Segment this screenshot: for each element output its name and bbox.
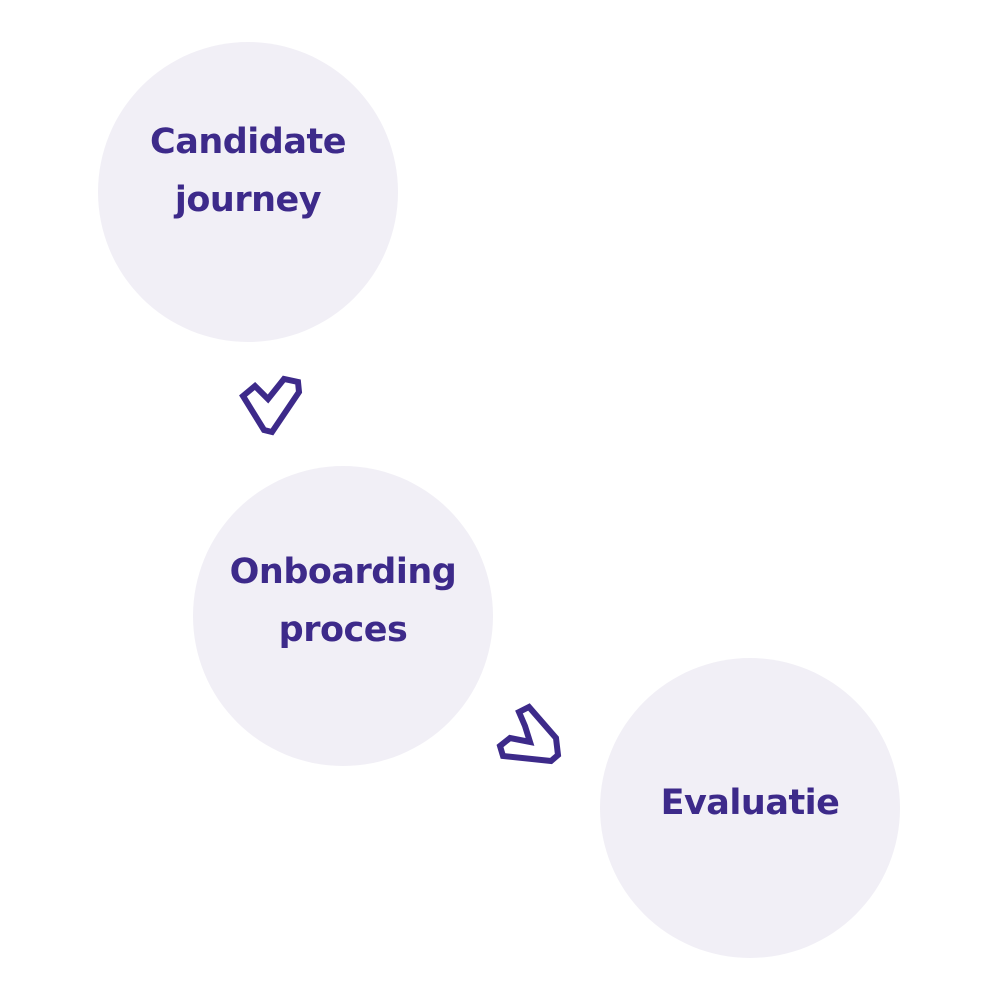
step-candidate-journey: Candidate journey	[98, 42, 398, 342]
step-label: Evaluatie	[660, 783, 840, 823]
step-onboarding-proces: Onboarding proces	[193, 466, 493, 766]
step-label: Candidate journey	[150, 122, 346, 220]
heart-chevron-right-icon	[496, 703, 562, 765]
step-label: Onboarding proces	[229, 552, 457, 650]
heart-chevron-down-icon	[239, 375, 303, 436]
step-evaluatie: Evaluatie	[600, 658, 900, 958]
